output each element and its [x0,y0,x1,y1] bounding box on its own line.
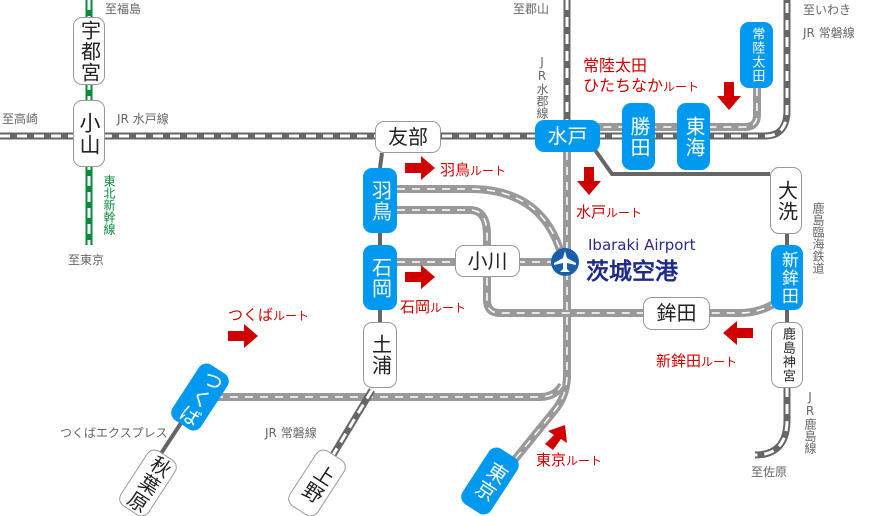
destination-iwaki: 至いわき [803,3,852,17]
label-tohoku-shinkansen: 東北新幹線 [102,175,116,235]
route-suffix: ルート [430,301,467,315]
station-ogawa[interactable]: 小川 [455,245,520,277]
label-kashima-rinkai-railway: 鹿島臨海鉄道 [811,202,825,274]
route-name: 羽鳥 [440,161,471,179]
route-label-tsukuba: つくばルート [228,304,309,325]
label-jr-kashima-line: JR鹿島線 [803,390,817,454]
destination-takasaki: 至高崎 [2,112,39,126]
route-suffix: ルート [606,206,643,220]
station-mito[interactable]: 水戸 [535,120,600,152]
station-kashimajingu[interactable]: 鹿島神宮 [771,322,803,388]
route-name: 石岡 [400,298,431,316]
label-jr-joban-line-south: JR 常磐線 [265,426,317,440]
road-network [215,88,790,493]
route-label-ishioka: 石岡ルート [400,296,466,317]
label-jr-mito-line: JR 水戸線 [117,112,169,126]
station-shinhokota[interactable]: 新鉾田 [771,245,803,310]
label-tsukuba-express: つくばエクスプレス [60,426,168,440]
station-utsunomiya[interactable]: 宇都宮 [73,17,105,85]
destination-sawara: 至佐原 [751,465,788,479]
route-suffix: ルート [663,80,700,94]
route-suffix: ルート [273,309,310,323]
destination-koriyama: 至郡山 [513,2,550,16]
route-suffix: ルート [566,454,603,468]
route-name: つくば [228,306,274,324]
station-katsuta[interactable]: 勝田 [622,103,655,170]
airport-name-ja: 茨城空港 [586,259,678,285]
station-tokai[interactable]: 東海 [677,103,710,170]
station-oyama[interactable]: 小山 [73,100,105,167]
station-oarai[interactable]: 大洗 [770,167,802,234]
label-jr-suigun-line: JR水郡線 [535,55,549,119]
airport-name-en: Ibaraki Airport [588,236,696,254]
station-hitachiota[interactable]: 常陸太田 [740,22,773,88]
label-jr-joban-line-north: JR 常磐線 [803,26,855,40]
station-tomobe[interactable]: 友部 [375,121,441,153]
route-label-hitachinaka: ひたちなか [583,76,664,95]
route-label-hitachiota-line1: 常陸太田 [583,56,648,75]
route-suffix: ルート [470,164,507,178]
destination-tokyo: 至東京 [68,253,105,267]
route-label-shinhokota: 新鉾田ルート [656,350,737,371]
airplane-icon [551,248,579,276]
station-ishioka[interactable]: 石岡 [363,245,397,310]
destination-fukushima: 至福島 [105,2,142,16]
route-label-mito: 水戸ルート [576,201,642,222]
route-label-hitachiota: 常陸太田 ひたちなかルート [583,56,699,97]
route-label-hatori: 羽鳥ルート [440,159,506,180]
route-name: 新鉾田 [656,352,702,370]
station-tsuchiura[interactable]: 土浦 [363,322,397,388]
rail-network [0,0,791,462]
station-hatori[interactable]: 羽鳥 [363,168,397,233]
route-suffix: ルート [701,355,738,369]
route-label-tokyo: 東京ルート [536,449,602,470]
route-name: 東京 [536,451,567,469]
route-name: 水戸 [576,203,607,221]
station-hokota[interactable]: 鉾田 [643,297,710,330]
